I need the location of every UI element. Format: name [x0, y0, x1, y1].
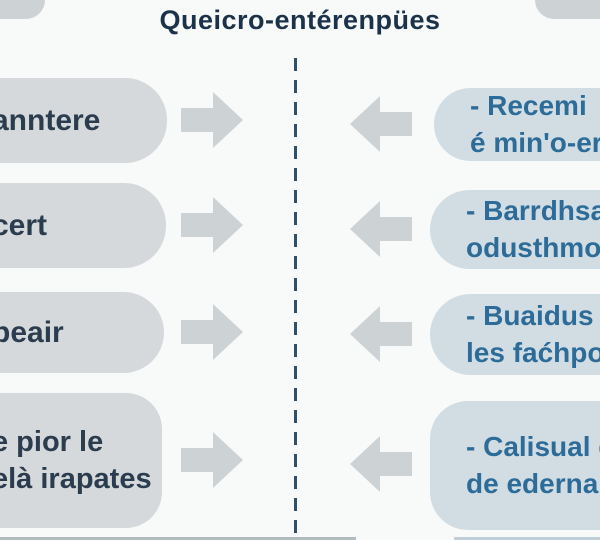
- left-pill-1-line1: anntere: [0, 103, 101, 137]
- right-arrow-icon: [181, 197, 243, 253]
- right-pill-1-line1: - Recemi: [470, 90, 587, 122]
- left-arrow-icon: [350, 201, 412, 257]
- left-pill-4-line2: elà irapates: [0, 462, 152, 495]
- left-pill-2-line1: cert: [0, 208, 48, 242]
- right-pill-4: - Calisual d de ederna: [430, 401, 600, 530]
- right-pill-1-line2: é min'o-er: [470, 126, 600, 158]
- right-arrow-icon: [181, 92, 243, 148]
- corner-accent-top-left: [0, 0, 45, 19]
- right-pill-3-line2: les faćhpo: [466, 336, 600, 368]
- left-arrow-icon: [350, 436, 412, 492]
- bottom-right-edge-strip: [454, 537, 600, 540]
- left-pill-2: cert: [0, 183, 166, 268]
- right-pill-4-line2: de ederna: [466, 467, 599, 499]
- bottom-left-edge-strip: [0, 537, 356, 540]
- left-arrow-icon: [350, 306, 412, 362]
- right-arrow-icon: [181, 432, 243, 488]
- left-pill-4: e pior le elà irapates: [0, 393, 162, 528]
- left-pill-4-line1: e pior le: [0, 426, 104, 459]
- right-arrow-icon: [181, 304, 243, 360]
- left-pill-3: peair: [0, 292, 164, 373]
- right-pill-1: - Recemi é min'o-er: [434, 88, 600, 161]
- dashed-divider: [294, 58, 297, 540]
- left-pill-1: anntere: [0, 78, 167, 163]
- page-title: Queicro-entérenpües: [159, 5, 441, 35]
- right-pill-2-line2: odusthmo: [466, 231, 600, 263]
- right-pill-2: - Barrdhsa odusthmo: [430, 190, 600, 269]
- right-pill-3-line1: - Buaidus: [466, 300, 594, 332]
- right-pill-2-line1: - Barrdhsa: [466, 195, 600, 227]
- left-arrow-icon: [350, 96, 412, 152]
- corner-accent-top-right: [535, 0, 600, 19]
- right-pill-4-line1: - Calisual d: [466, 431, 600, 463]
- left-pill-3-line1: peair: [0, 315, 64, 349]
- right-pill-3: - Buaidus les faćhpo: [430, 294, 600, 375]
